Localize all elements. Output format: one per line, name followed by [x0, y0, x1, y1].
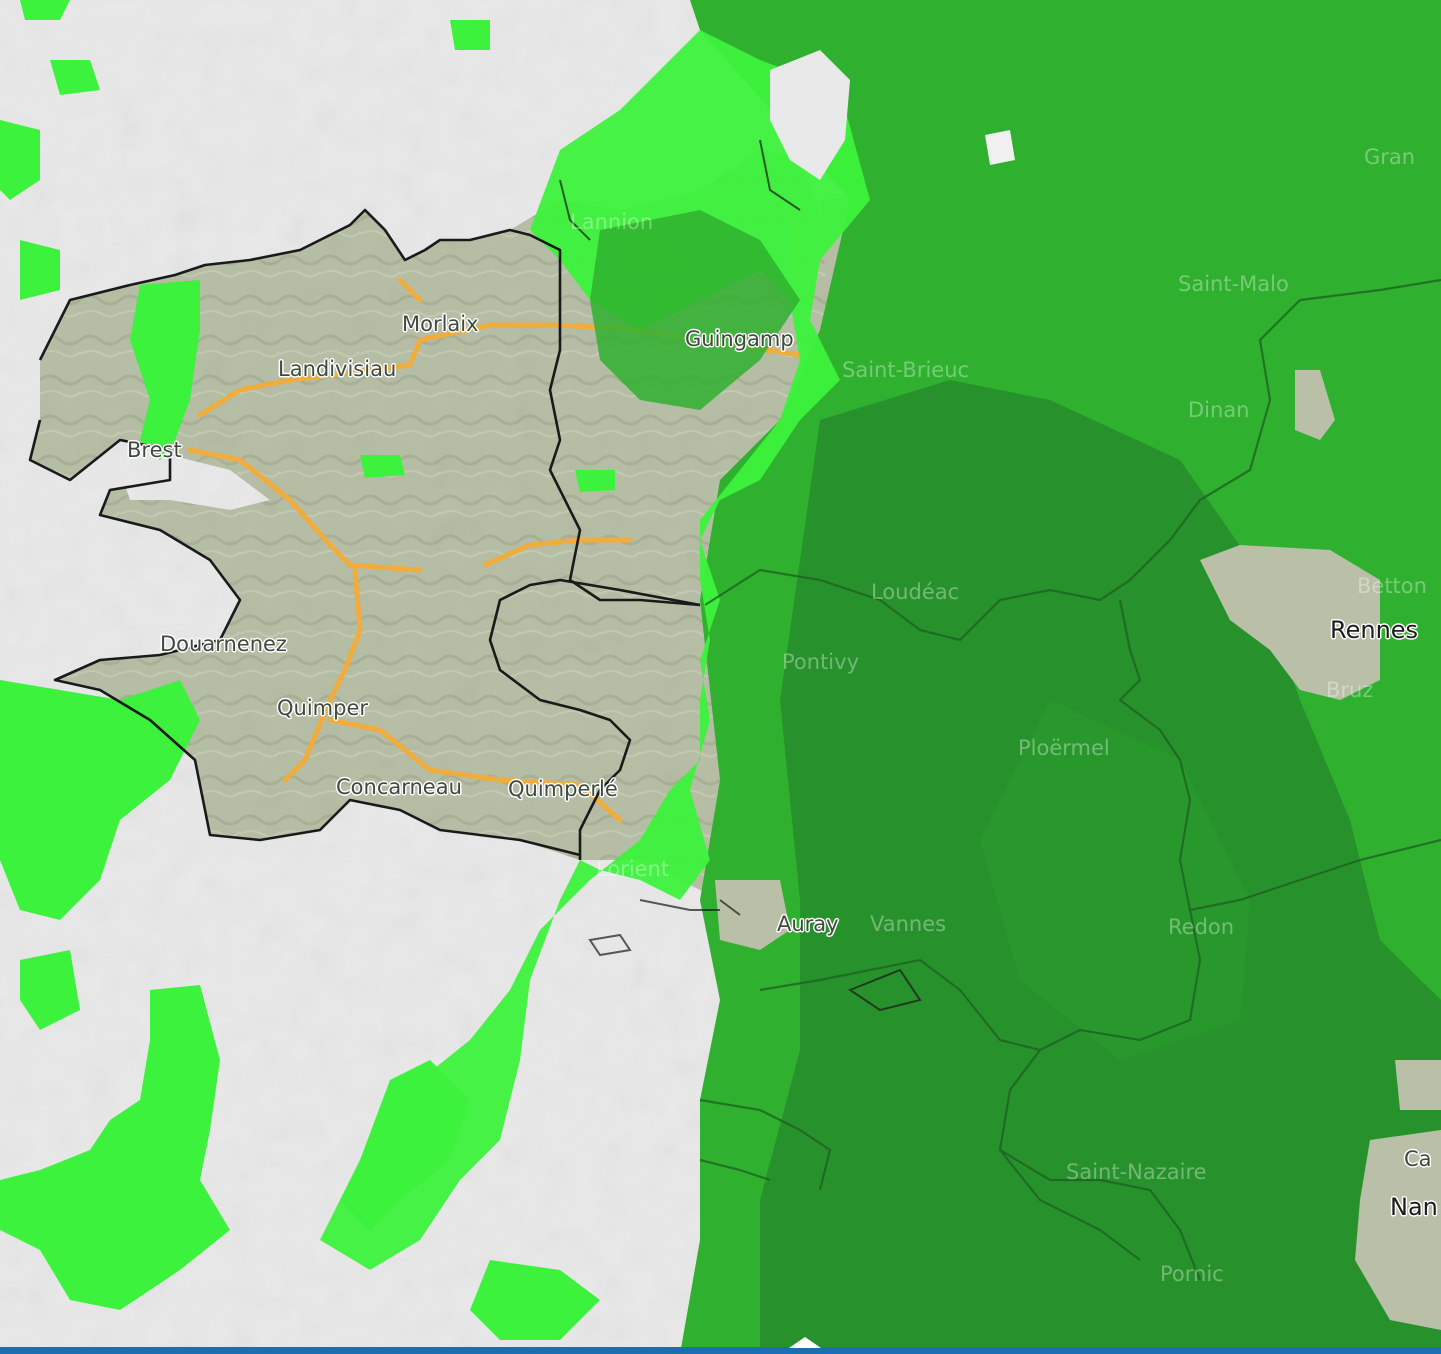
city-label-vannes: Vannes: [870, 912, 947, 936]
city-label-lannion: Lannion: [570, 210, 654, 234]
city-label-carquefou: Ca: [1404, 1147, 1432, 1171]
department-borders: [28, 208, 701, 860]
city-label-pornic: Pornic: [1160, 1262, 1224, 1286]
city-label-rennes: Rennes: [1330, 616, 1419, 644]
city-label-quimperle: Quimperlé: [508, 777, 618, 801]
city-label-auray: Auray: [777, 912, 839, 936]
city-label-loudeac: Loudéac: [871, 580, 960, 604]
department-borders-under-rain: [699, 278, 1441, 1281]
city-label-brest: Brest: [127, 438, 182, 462]
city-label-quimper: Quimper: [277, 696, 369, 720]
city-label-dinan: Dinan: [1188, 398, 1250, 422]
city-label-morlaix: Morlaix: [402, 312, 479, 336]
city-label-saint-nazaire: Saint-Nazaire: [1066, 1160, 1207, 1184]
city-label-betton: Betton: [1357, 574, 1427, 598]
city-label-landivisiau: Landivisiau: [278, 357, 397, 381]
city-label-redon: Redon: [1168, 915, 1235, 939]
timeline-marker[interactable]: [789, 1337, 821, 1348]
timeline-bar[interactable]: [0, 1347, 1441, 1354]
city-label-nantes: Nan: [1390, 1193, 1438, 1221]
city-label-pontivy: Pontivy: [782, 650, 859, 674]
city-label-ploermel: Ploërmel: [1018, 736, 1110, 760]
city-label-bruz: Bruz: [1326, 678, 1374, 702]
city-label-saint-malo: Saint-Malo: [1178, 272, 1289, 296]
city-label-guingamp: Guingamp: [685, 327, 794, 351]
city-label-saint-brieuc: Saint-Brieuc: [842, 358, 970, 382]
city-label-concarneau: Concarneau: [336, 775, 462, 799]
city-label-lorient: Lorient: [596, 857, 670, 881]
coastline-under-rain: [559, 139, 922, 1012]
city-label-douarnenez: Douarnenez: [160, 632, 287, 656]
city-label-granville: Gran: [1364, 145, 1416, 169]
